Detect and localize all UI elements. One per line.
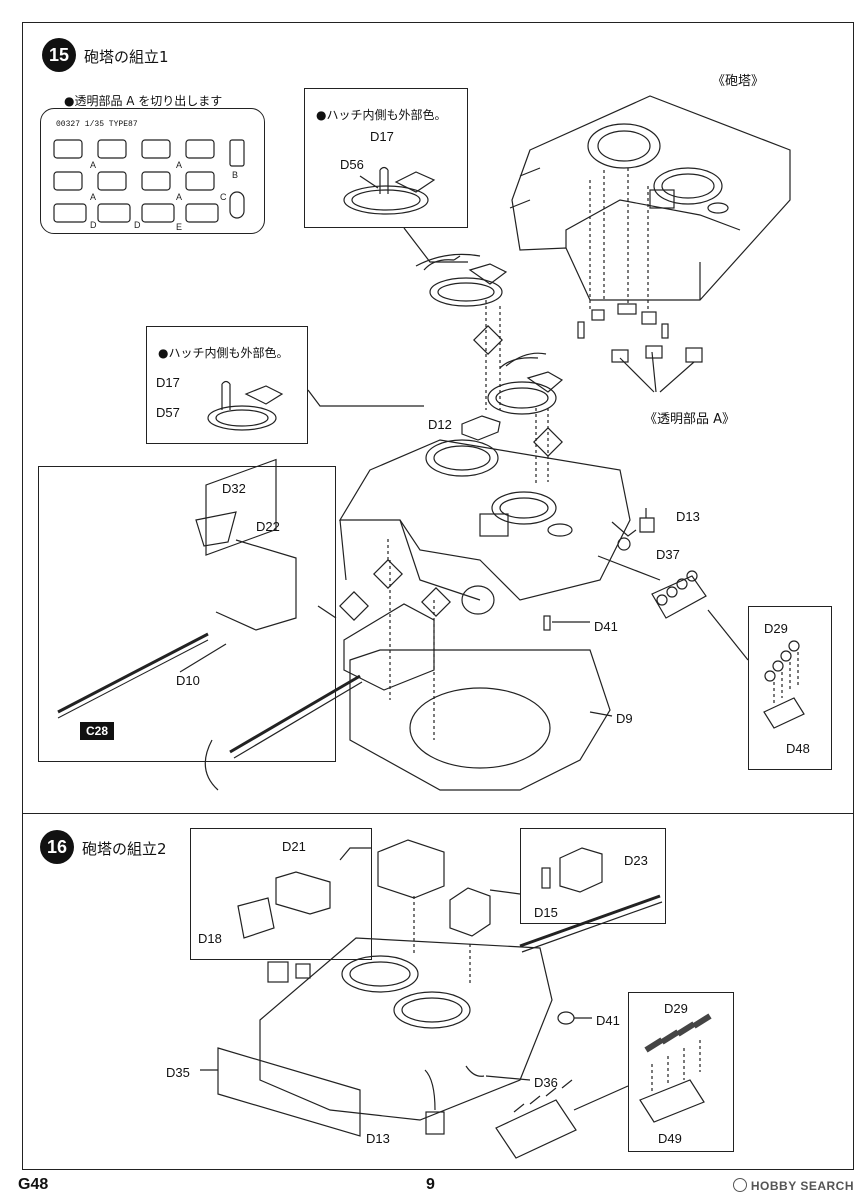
svg-text:A: A	[176, 160, 182, 170]
gun-mantlet-box	[38, 466, 336, 762]
clear-parts	[577, 303, 703, 393]
turret-middle-drawing	[338, 439, 631, 615]
svg-text:D: D	[90, 220, 97, 230]
sprue-code: 00327 1/35 TYPE87	[56, 120, 138, 129]
label-d9: D9	[616, 711, 633, 726]
turret-ring-drawing	[349, 649, 613, 791]
label-d56: D56	[340, 157, 364, 172]
label-d10: D10	[176, 673, 200, 688]
label-d48: D48	[786, 741, 810, 756]
svg-text:D: D	[134, 220, 141, 230]
svg-text:A: A	[90, 160, 96, 170]
hatch-note-box-1	[304, 88, 468, 228]
smoke-discharger-box-2	[628, 992, 734, 1152]
turret-label: 《砲塔》	[712, 74, 765, 89]
label-d35: D35	[166, 1065, 190, 1080]
clear-sprue-box	[40, 108, 265, 234]
watermark-logo: HOBBY SEARCH	[733, 1178, 854, 1193]
watermark-text: HOBBY SEARCH	[750, 1179, 854, 1193]
step-16-title: 砲塔の組立2	[82, 840, 167, 858]
sensor-box	[520, 828, 666, 924]
label-d13-bottom: D13	[366, 1131, 390, 1146]
label-d21: D21	[282, 839, 306, 854]
label-d13-top: D13	[676, 509, 700, 524]
step-15-number: 15	[42, 38, 76, 72]
label-d57: D57	[156, 405, 180, 420]
label-d41-top: D41	[594, 619, 618, 634]
label-d29-top: D29	[764, 621, 788, 636]
label-d36: D36	[534, 1075, 558, 1090]
label-d17-left: D17	[156, 375, 180, 390]
label-d23: D23	[624, 853, 648, 868]
step-16-number: 16	[40, 830, 74, 864]
step-divider	[22, 813, 854, 814]
hatch-note-1: ●ハッチ内側も外部色。	[316, 108, 447, 122]
label-d15: D15	[534, 905, 558, 920]
label-c28: C28	[80, 722, 115, 740]
hatch-note-2: ●ハッチ内側も外部色。	[158, 346, 289, 360]
label-d29-bottom: D29	[664, 1001, 688, 1016]
step-15-title: 砲塔の組立1	[84, 48, 169, 66]
svg-text:A: A	[90, 192, 96, 202]
svg-text:C: C	[220, 192, 227, 202]
label-d49: D49	[658, 1131, 682, 1146]
svg-text:E: E	[176, 222, 182, 232]
stowage-box	[190, 828, 372, 960]
svg-text:A: A	[176, 192, 182, 202]
page-frame	[22, 22, 854, 1170]
sprue-note: ●透明部品 A を切り出します	[64, 94, 223, 108]
clear-parts-label: 《透明部品 A》	[644, 412, 736, 427]
label-d17-top: D17	[370, 129, 394, 144]
watermark-icon	[733, 1178, 748, 1192]
svg-text:B: B	[232, 170, 238, 180]
turret-top-drawing	[509, 95, 791, 301]
label-d12: D12	[428, 417, 452, 432]
turret-complete-drawing	[259, 894, 663, 1121]
label-d32: D32	[222, 481, 246, 496]
label-d41-bottom: D41	[596, 1013, 620, 1028]
label-d18: D18	[198, 931, 222, 946]
sprue-parts	[53, 139, 245, 223]
footer-code: G48	[18, 1176, 49, 1193]
label-d37: D37	[656, 547, 680, 562]
page-number: 9	[426, 1176, 435, 1193]
